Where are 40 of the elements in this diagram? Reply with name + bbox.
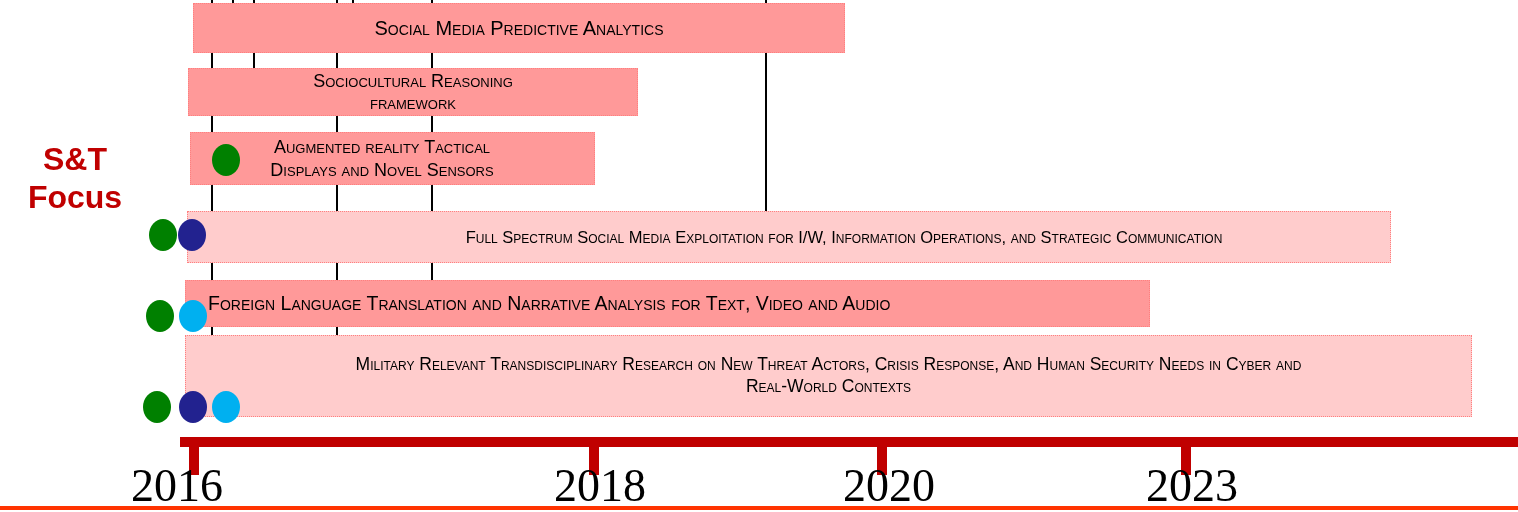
connector-line xyxy=(431,262,433,281)
connector-line xyxy=(211,326,213,336)
connector-line xyxy=(431,184,433,212)
activity-bar xyxy=(185,335,1472,417)
connector-line xyxy=(336,184,338,212)
connector-line xyxy=(431,0,433,4)
activity-label: Full Spectrum Social Media Exploitation for I/W, Information Operations, and Strategic Communication xyxy=(465,226,1223,248)
activity-label: Sociocultural Reasoning framework xyxy=(312,69,514,115)
activity-label: Military Relevant Transdisciplinary Research on New Threat Actors, Crisis Response, And Human Security Needs in Cyber and Real-World Contexts xyxy=(354,354,1303,398)
connector-line xyxy=(336,52,338,69)
connector-line xyxy=(352,0,354,4)
activity-bar xyxy=(188,68,638,116)
connector-line xyxy=(336,262,338,281)
connector-line xyxy=(431,52,433,69)
section-heading: S&T Focus xyxy=(26,140,124,217)
year-label: 2018 xyxy=(554,459,646,512)
connector-line xyxy=(765,0,767,4)
connector-line xyxy=(211,52,213,69)
connector-line xyxy=(336,326,338,336)
activity-bar xyxy=(193,3,845,53)
activity-bar xyxy=(187,211,1391,263)
connector-line xyxy=(253,0,255,4)
activity-label: Social Media Predictive Analytics xyxy=(374,15,664,41)
activity-label: Foreign Language Translation and Narrative Analysis for Text, Video and Audio xyxy=(208,291,891,316)
connector-line xyxy=(211,115,213,133)
connector-line xyxy=(211,262,213,281)
connector-line xyxy=(336,0,338,4)
connector-line xyxy=(253,52,255,69)
connector-line xyxy=(211,0,213,4)
year-label: 2023 xyxy=(1146,459,1238,512)
activity-bar xyxy=(190,132,595,185)
activity-bar xyxy=(185,280,1150,327)
connector-line xyxy=(431,115,433,133)
year-label: 2016 xyxy=(131,459,223,512)
connector-line xyxy=(765,52,767,212)
connector-line xyxy=(232,0,234,4)
year-label: 2020 xyxy=(843,459,935,512)
connector-line xyxy=(211,184,213,212)
connector-line xyxy=(336,115,338,133)
activity-label: Augmented reality Tactical Displays and Novel Sensors xyxy=(269,136,495,181)
